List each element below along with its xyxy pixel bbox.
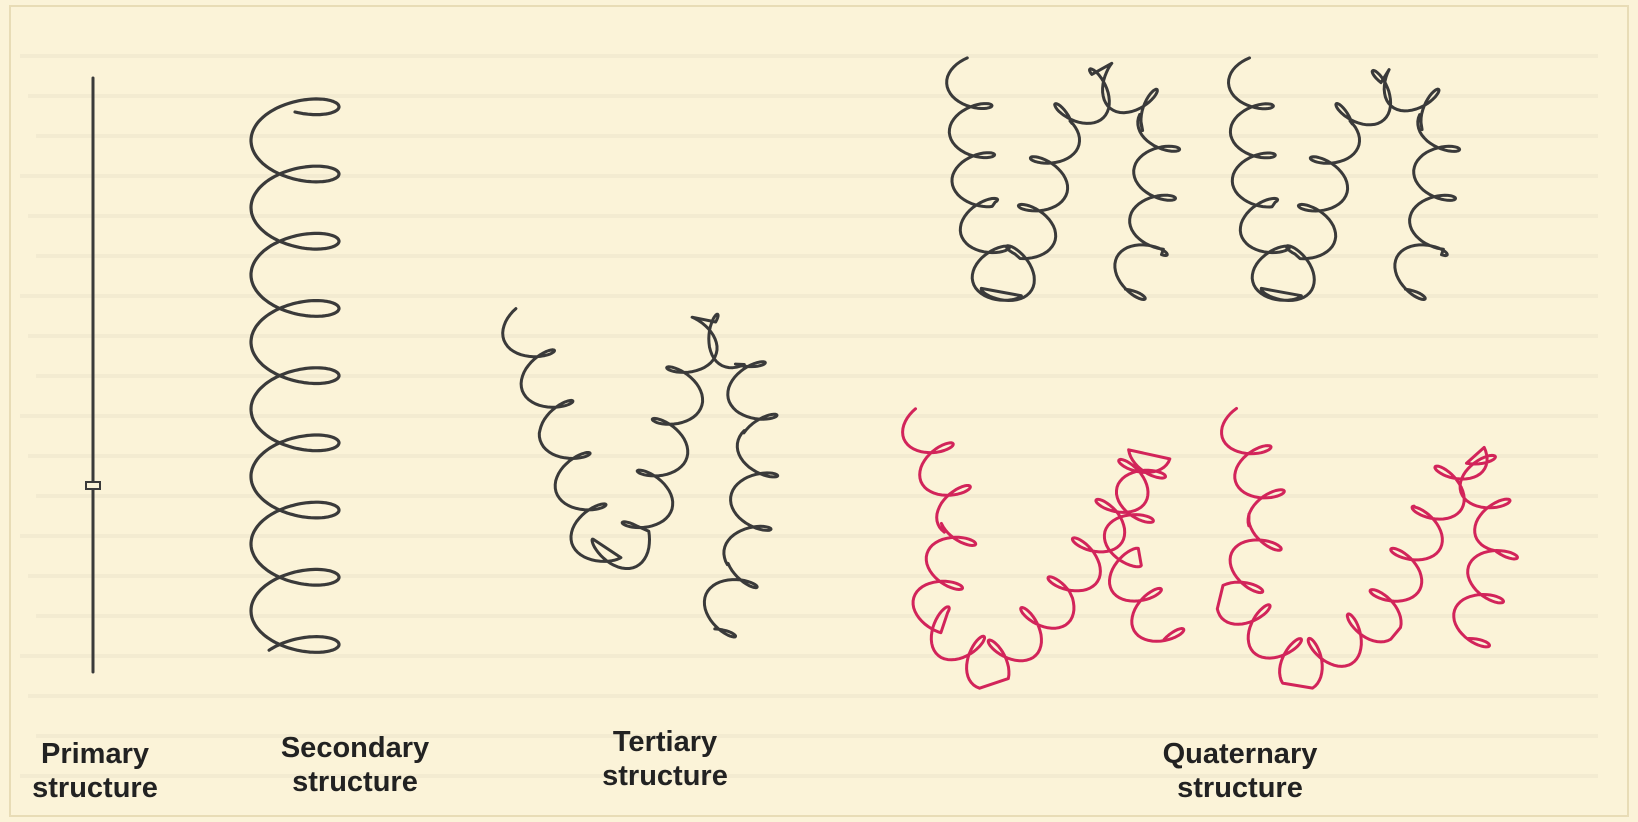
- secondary-label-line2: structure: [255, 765, 455, 799]
- secondary-label-line1: Secondary: [255, 731, 455, 765]
- background-text-line: [20, 294, 1598, 298]
- background-text-line: [28, 694, 1598, 698]
- background-text-line: [28, 574, 1598, 578]
- background-text-line: [28, 214, 1598, 218]
- background-text-line: [20, 414, 1598, 418]
- primary-label-line1: Primary: [20, 737, 170, 771]
- background-text-line: [36, 134, 1598, 138]
- background-text-line: [28, 94, 1598, 98]
- quaternary-label-line2: structure: [1130, 771, 1350, 805]
- background-text-line: [20, 174, 1598, 178]
- background-text-line: [36, 494, 1598, 498]
- secondary-structure-label: Secondary structure: [255, 731, 455, 799]
- background-text-line: [36, 374, 1598, 378]
- background-text-line: [28, 334, 1598, 338]
- primary-label-line2: structure: [20, 771, 170, 805]
- tertiary-structure-label: Tertiary structure: [585, 725, 745, 793]
- tertiary-label-line2: structure: [585, 759, 745, 793]
- background-text-line: [36, 614, 1598, 618]
- quaternary-structure-label: Quaternary structure: [1130, 737, 1350, 805]
- primary-structure-label: Primary structure: [20, 737, 170, 805]
- quaternary-label-line1: Quaternary: [1130, 737, 1350, 771]
- background-text-line: [20, 54, 1598, 58]
- background-text-line: [36, 254, 1598, 258]
- background-text-line: [20, 654, 1598, 658]
- tertiary-label-line1: Tertiary: [585, 725, 745, 759]
- background-text-line: [20, 534, 1598, 538]
